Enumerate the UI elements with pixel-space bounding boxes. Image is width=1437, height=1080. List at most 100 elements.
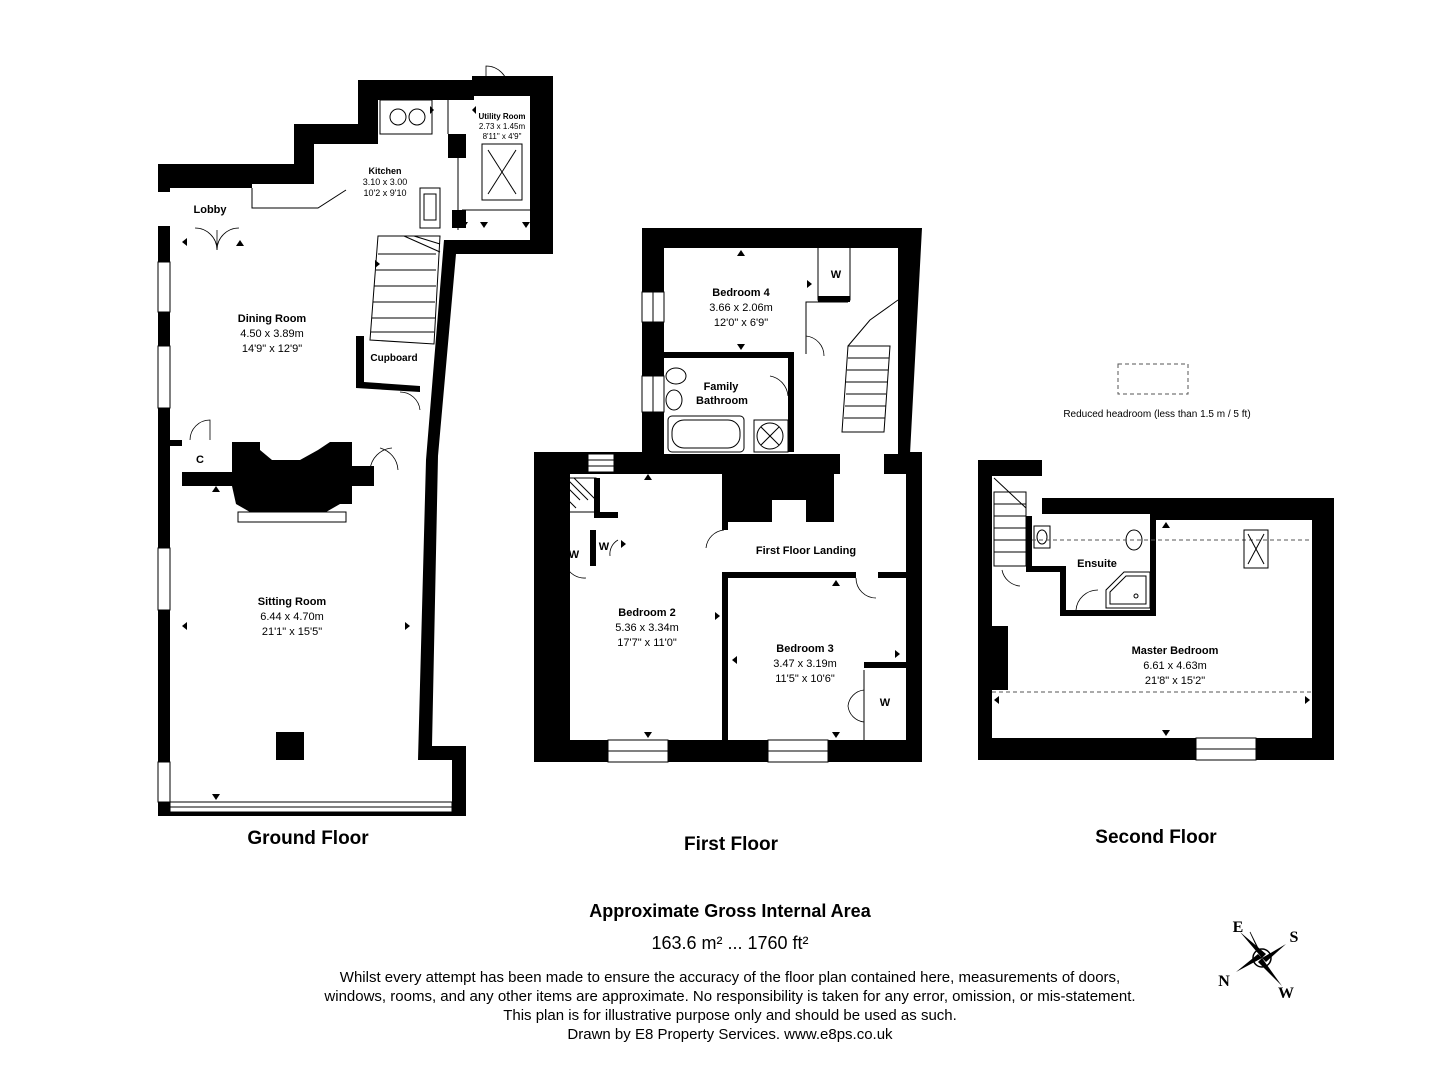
kitchen-counter-outline: [251, 188, 347, 209]
ground-window: [157, 261, 171, 313]
gross-area-title: Approximate Gross Internal Area: [589, 901, 871, 921]
utility-room-metric: 2.73 x 1.45m: [479, 122, 526, 131]
bedroom2-left-wall: [546, 640, 558, 740]
disclaimer-line: windows, rooms, and any other items are …: [324, 988, 1136, 1005]
bathroom-door-swing: [769, 375, 789, 397]
ground-window: [157, 547, 171, 611]
dining-room-metric: 4.50 x 3.89m: [240, 328, 304, 340]
bathtub-icon: [667, 415, 745, 453]
master-bedroom-name: Master Bedroom: [1132, 645, 1219, 657]
sitting-room-metric: 6.44 x 4.70m: [260, 611, 324, 623]
bathroom-name-line1: Family: [704, 381, 740, 393]
wardrobe-b2-door-swing: [565, 565, 587, 579]
compass-west: W: [1278, 985, 1294, 1002]
reduced-headroom-legend: Reduced headroom (less than 1.5 m / 5 ft…: [1063, 409, 1250, 420]
ground-floor-plan: Utility Room 2.73 x 1.45m 8'11" x 4'9" K…: [157, 65, 553, 849]
lobby-door-swing: [216, 227, 240, 251]
compass-east: E: [1233, 919, 1244, 936]
ground-floor-outer-wall: [158, 76, 553, 816]
dimension-arrows: [994, 522, 1310, 736]
master-bedroom-imperial: 21'8" x 15'2": [1145, 675, 1205, 687]
loft-hatch: [587, 453, 615, 473]
landing-door-swing: [805, 335, 825, 357]
wardrobe-b2-wall: [594, 478, 600, 518]
kitchen-metric: 3.10 x 3.00: [363, 177, 408, 187]
landing-name: First Floor Landing: [756, 545, 856, 557]
wardrobe-b2-wall: [594, 512, 618, 518]
first-floor-plan: Bedroom 4 3.66 x 2.06m 12'0" x 6'9" W Fa…: [534, 228, 922, 855]
kitchen-worktop: [379, 99, 433, 135]
bedroom4-name: Bedroom 4: [712, 287, 770, 299]
first-staircase: [841, 299, 899, 433]
basin-icon: [665, 389, 683, 411]
kitchen-imperial: 10'2 x 9'10: [364, 188, 407, 198]
dining-door-swing: [369, 447, 393, 471]
ground-floor-label: Ground Floor: [247, 828, 369, 849]
ensuite-wall: [1060, 566, 1066, 616]
bedroom4-metric: 3.66 x 2.06m: [709, 302, 773, 314]
disclaimer-line: This plan is for illustrative purpose on…: [503, 1007, 957, 1024]
landing-door-swing: [705, 529, 725, 549]
cupboard-name: Cupboard: [370, 353, 417, 364]
utility-skylight: [481, 143, 523, 201]
ground-window: [157, 345, 171, 409]
bedroom2-metric: 5.36 x 3.34m: [615, 622, 679, 634]
dining-room-name: Dining Room: [238, 313, 307, 325]
kitchen-name: Kitchen: [368, 166, 401, 176]
hearth: [237, 511, 347, 523]
toilet-icon: [665, 367, 687, 385]
c-cupboard-wall: [170, 440, 182, 446]
utility-door-swing: [485, 65, 509, 89]
hob-ring-icon: [389, 108, 407, 126]
cupboard-door-swing: [399, 391, 421, 411]
compass-rose-icon: E S N W: [1218, 919, 1298, 1002]
disclaimer-credit: Drawn by E8 Property Services. www.e8ps.…: [567, 1026, 893, 1043]
bedroom2-name: Bedroom 2: [618, 607, 675, 619]
bedroom4-imperial: 12'0" x 6'9": [714, 317, 768, 329]
dining-door-swing: [379, 447, 399, 471]
reduced-headroom-legend-box: [1117, 363, 1189, 395]
wardrobe-b4-label: W: [831, 269, 842, 281]
wardrobe-b3-label: W: [880, 697, 891, 709]
chimney-breast: [182, 442, 374, 512]
wardrobe-b3-door-swing: [847, 705, 865, 723]
gross-area-value: 163.6 m² ... 1760 ft²: [651, 933, 809, 953]
second-staircase: [993, 477, 1027, 567]
second-floor-label: Second Floor: [1095, 827, 1217, 848]
sitting-room-name: Sitting Room: [258, 596, 327, 608]
wardrobe-b2-wall: [548, 532, 558, 564]
dimension-arrows: [560, 250, 900, 738]
ensuite-basin-icon: [1033, 525, 1051, 549]
wardrobe-b3-wall: [864, 662, 906, 668]
kitchen-pillar: [448, 134, 466, 158]
landing-bottom-wall: [878, 572, 906, 578]
wardrobe-b2-door-swing: [609, 539, 619, 557]
landing-bottom-wall: [722, 572, 856, 578]
landing-partition-wall: [722, 474, 728, 530]
bathroom-name-line2: Bathroom: [696, 395, 748, 407]
ensuite-wall: [1026, 566, 1066, 572]
bathroom-right-partition: [788, 352, 794, 452]
wardrobe-b2a-label: W: [569, 549, 580, 561]
bed4-bathroom-partition: [664, 352, 794, 358]
cupboard-wall: [356, 336, 420, 392]
kitchen-sink-icon: [419, 187, 441, 229]
sitting-room-pillar: [276, 732, 304, 760]
kitchen-sink-bowl: [423, 193, 437, 221]
lobby-door-swing: [194, 227, 218, 251]
stairs-door-swing: [1001, 569, 1021, 587]
c-cupboard-door-swing: [189, 419, 211, 441]
disclaimer-line: Whilst every attempt has been made to en…: [339, 969, 1121, 986]
master-left-wall: [992, 626, 1008, 690]
compass-north: N: [1218, 973, 1230, 990]
bedroom3-metric: 3.47 x 3.19m: [773, 658, 837, 670]
roof-window-icon: [1243, 529, 1269, 569]
wardrobe-b3-door-swing: [847, 689, 865, 707]
ensuite-door-swing: [1075, 589, 1099, 611]
utility-room-imperial: 8'11" x 4'9": [483, 132, 522, 141]
shower-tray-icon: [1105, 571, 1151, 609]
bedroom2-imperial: 17'7" x 11'0": [617, 637, 677, 649]
bedroom3-door-swing: [855, 577, 877, 599]
lobby-name: Lobby: [194, 204, 228, 216]
landing-partition-wall: [722, 572, 728, 740]
